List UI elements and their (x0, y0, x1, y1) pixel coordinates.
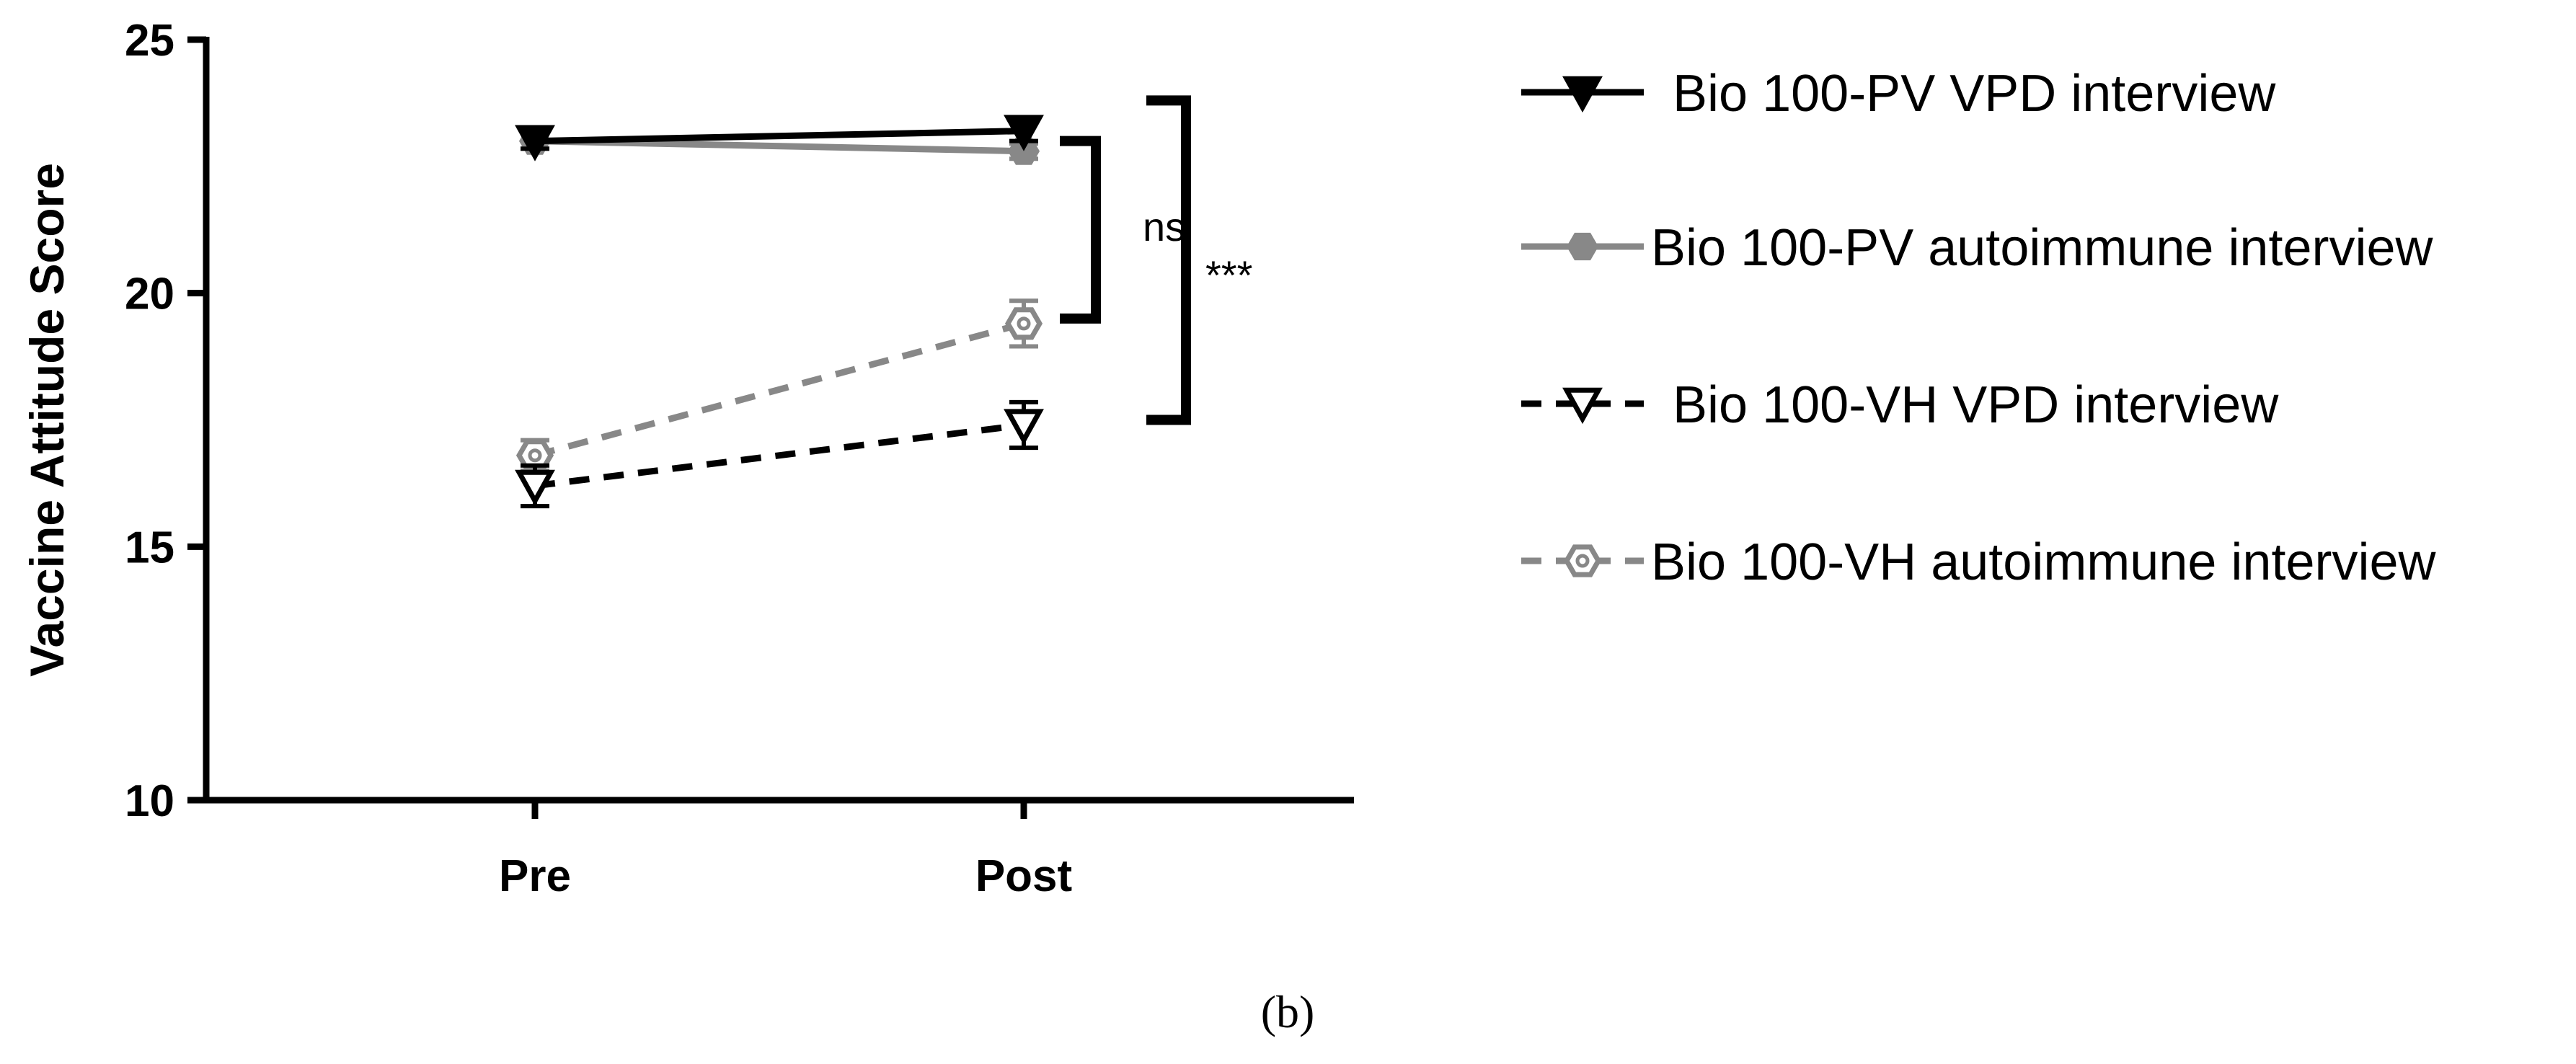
data-point-center (1017, 316, 1031, 331)
data-point (515, 439, 554, 472)
bracket-line (1146, 95, 1191, 425)
data-point (1004, 307, 1043, 340)
data-point (515, 469, 555, 507)
legend-label: Bio 100-PV autoimmune interview (1651, 219, 2434, 277)
significance-bracket: *** (1146, 95, 1252, 425)
series-line (534, 422, 1024, 489)
legend-swatch-marker (1566, 232, 1599, 261)
data-point (515, 125, 555, 161)
series-line (534, 320, 1025, 459)
series-0 (515, 115, 1044, 161)
plot-series (515, 115, 1044, 509)
legend-swatch-marker-center (1575, 554, 1590, 568)
series-3 (515, 298, 1043, 473)
data-point (1004, 409, 1044, 445)
legend-swatch-marker (1562, 76, 1603, 113)
legend-item: Bio 100-PV autoimmune interview (1521, 219, 2434, 277)
legend-item: Bio 100-VH VPD interview (1521, 376, 2279, 434)
legend-label: Bio 100-PV VPD interview (1673, 65, 2276, 123)
x-tick-label: Post (975, 851, 1072, 901)
series-2 (515, 399, 1044, 509)
significance-label: *** (1205, 252, 1252, 298)
y-tick-label: 15 (125, 523, 174, 572)
y-axis-title: Vaccine Attitude Score (20, 163, 74, 677)
labels: (b) (1261, 986, 1315, 1037)
series-line (534, 128, 1024, 145)
data-point (1004, 115, 1044, 151)
significance-bracket: ns (1060, 136, 1185, 324)
y-tick-label: 25 (125, 16, 174, 66)
bracket-line (1060, 136, 1101, 324)
legend-label: Bio 100-VH VPD interview (1673, 376, 2279, 434)
legend-swatch-marker-shape (1566, 232, 1599, 261)
legend-swatch-marker (1563, 544, 1602, 577)
x-tick-label: Pre (499, 851, 571, 901)
panel-label: (b) (1261, 986, 1315, 1037)
data-point-center (528, 448, 542, 463)
legend-item: Bio 100-VH autoimmune interview (1521, 533, 2437, 591)
significance-brackets: ns *** (1060, 95, 1252, 425)
legend-label: Bio 100-VH autoimmune interview (1651, 533, 2437, 591)
y-tick-label: 20 (125, 270, 174, 319)
legend-item: Bio 100-PV VPD interview (1521, 65, 2276, 123)
significance-label: ns (1143, 204, 1185, 249)
legend-swatch-marker (1562, 387, 1603, 425)
y-tick-label: 10 (125, 776, 174, 826)
series-line (534, 138, 1024, 155)
